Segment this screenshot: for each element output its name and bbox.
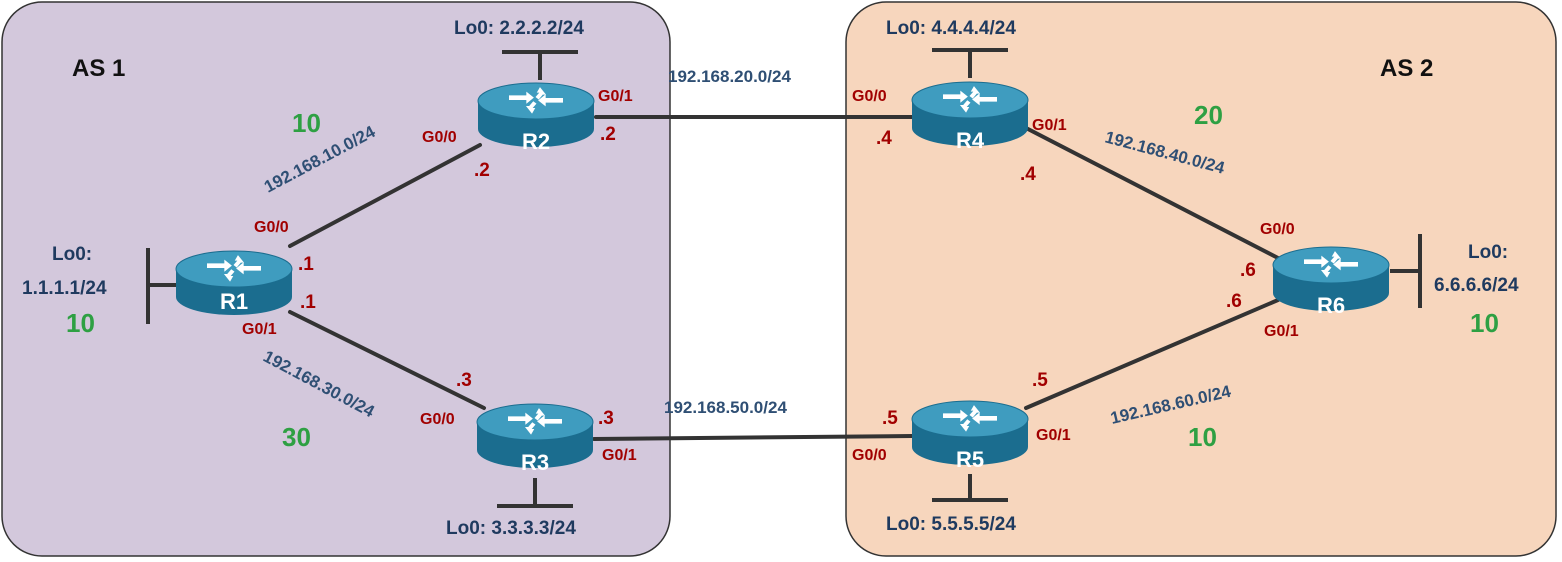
router-label: R4 (956, 128, 985, 153)
link-r4-r6 (1024, 126, 1280, 260)
r3-loopback-label: Lo0: 3.3.3.3/24 (446, 518, 576, 539)
router-r4[interactable]: R4 (911, 81, 1029, 153)
iface-r2-g00: G0/0 (422, 129, 457, 146)
router-label: R2 (522, 129, 550, 154)
ip-r6-g00: .6 (1240, 260, 1256, 281)
iface-r3-g00: G0/0 (420, 411, 455, 428)
r6-loopback-cost: 10 (1470, 308, 1499, 338)
r6-loopback-label: Lo0: (1468, 242, 1508, 263)
iface-r2-g01: G0/1 (598, 88, 633, 105)
ip-r2-g00: .2 (474, 160, 490, 181)
ip-r1-g01: .1 (300, 292, 316, 313)
ip-r4-g01: .4 (1020, 164, 1036, 185)
router-label: R6 (1317, 293, 1345, 318)
ip-r5-g00: .5 (882, 408, 898, 429)
iface-r5-g01: G0/1 (1036, 427, 1071, 444)
ip-r4-g00: .4 (876, 128, 892, 149)
link-r1-r3 (288, 310, 486, 410)
ip-r5-g01: .5 (1032, 370, 1048, 391)
as2-label: AS 2 (1380, 55, 1433, 82)
router-label: R1 (220, 289, 248, 314)
r1-loopback-ip: 1.1.1.1/24 (22, 278, 107, 299)
ip-r3-g00: .3 (456, 370, 472, 391)
link-r3-r5 (592, 434, 914, 441)
r1-loopback-label: Lo0: (52, 244, 92, 265)
network-r2-r4: 192.168.20.0/24 (668, 67, 791, 86)
links (288, 115, 1280, 441)
cost-r1-r2: 10 (292, 108, 321, 138)
iface-r4-g00: G0/0 (852, 88, 887, 105)
iface-r6-g01: G0/1 (1264, 323, 1299, 340)
loopback-stubs (146, 48, 1422, 508)
router-r2[interactable]: R2 (477, 82, 595, 154)
iface-r5-g00: G0/0 (852, 447, 887, 464)
ip-r3-g01: .3 (598, 408, 614, 429)
iface-r4-g01: G0/1 (1032, 117, 1067, 134)
iface-r1-g01: G0/1 (242, 321, 277, 338)
ip-r6-g01: .6 (1226, 291, 1242, 312)
router-r3[interactable]: R3 (476, 403, 594, 475)
iface-r3-g01: G0/1 (602, 447, 637, 464)
router-top (1272, 246, 1390, 284)
router-top (911, 400, 1029, 438)
r4-loopback-label: Lo0: 4.4.4.4/24 (886, 18, 1016, 39)
r5-loopback-label: Lo0: 5.5.5.5/24 (886, 514, 1016, 535)
cost-r4-r6: 20 (1194, 100, 1223, 130)
iface-r6-g00: G0/0 (1260, 221, 1295, 238)
as1-label: AS 1 (72, 55, 125, 82)
r2-loopback-label: Lo0: 2.2.2.2/24 (454, 18, 584, 39)
cost-r1-r3: 30 (282, 422, 311, 452)
r6-loopback-ip: 6.6.6.6/24 (1434, 275, 1519, 296)
ip-r2-g01: .2 (600, 124, 616, 145)
network-r3-r5: 192.168.50.0/24 (664, 398, 787, 417)
router-top (477, 82, 595, 120)
router-label: R5 (956, 447, 984, 472)
ip-r1-g00: .1 (298, 254, 314, 275)
router-r1[interactable]: R1 (175, 250, 293, 315)
router-r6[interactable]: R6 (1272, 246, 1390, 318)
cost-r5-r6: 10 (1188, 422, 1217, 452)
router-label: R3 (521, 450, 549, 475)
link-r1-r2 (288, 143, 482, 248)
link-r5-r6 (1024, 298, 1280, 410)
router-top (911, 81, 1029, 119)
iface-r1-g00: G0/0 (254, 219, 289, 236)
router-top (175, 250, 293, 288)
router-r5[interactable]: R5 (911, 400, 1029, 472)
router-top (476, 403, 594, 441)
r1-loopback-cost: 10 (66, 308, 95, 338)
